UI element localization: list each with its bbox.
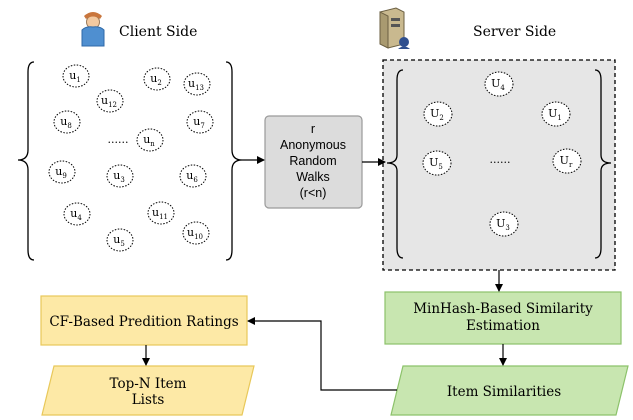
client-right-brace [225,61,243,261]
client-node-circle [183,72,211,96]
client-node-circle [106,164,134,188]
client-node-1[interactable]: u1 [62,64,90,88]
client-node-label: u8 [60,115,72,130]
client-node-label: u12 [101,94,117,109]
server-node-label: U5 [429,156,443,171]
client-node-circle [48,160,76,184]
client-node-circle [147,201,175,225]
rw-lines-line: Anonymous [280,138,346,152]
client-side-title: Client Side [119,24,197,40]
client-node-label: un [143,133,155,148]
rw-lines-line: (r<n) [300,186,327,200]
client-node-8[interactable]: u8 [53,110,81,134]
client-node-label: u6 [186,169,198,184]
server-right-brace [594,69,612,259]
client-node-label: u5 [113,233,125,248]
client-node-4[interactable]: u4 [63,202,91,226]
minhash-lines-line: MinHash-Based Similarity [413,301,593,317]
client-node-label: u10 [187,226,203,241]
server-node-r[interactable]: Ur [552,148,582,174]
server-node-label: Ur [560,154,573,169]
topn-lines-line: Top-N Item [110,376,187,392]
client-node-circle [53,110,81,134]
client-node-2[interactable]: u2 [143,67,171,91]
client-node-circle [63,202,91,226]
client-node-label: u2 [150,72,162,87]
client-node-10[interactable]: u10 [182,221,210,245]
client-node-13[interactable]: u13 [183,72,211,96]
client-node-12[interactable]: u12 [96,89,124,113]
item-similarities-label: Item Similarities [447,384,561,400]
client-node-11[interactable]: u11 [147,201,175,225]
client-node-9[interactable]: u9 [48,160,76,184]
arrow-items-to-cf [247,317,397,391]
rw-lines-line: Walks [296,170,330,184]
server-node-circle [552,148,582,174]
server-node-circle [422,150,452,176]
topn-lines-line: Lists [132,392,165,408]
server-node-circle [484,71,514,97]
client-node-label: u9 [55,165,67,180]
cf-ratings-label: CF-Based Predition Ratings [49,314,238,330]
minhash-box[interactable] [384,291,622,345]
client-node-6[interactable]: u6 [179,164,207,188]
topn-box[interactable] [41,365,255,416]
client-node-circle [179,164,207,188]
user-icon [81,12,105,47]
server-node-2[interactable]: U2 [423,101,453,127]
client-node-circle [106,228,134,252]
client-node-7[interactable]: u7 [186,110,214,134]
client-node-label: u7 [193,115,205,130]
server-icon [379,7,410,49]
client-node-group: u1 u2 u13 u12 u8 u7 un u9 u3 u6 u4 u11 u10 u5 [48,64,214,252]
server-node-label: U4 [491,77,505,92]
server-node-label: U2 [430,107,444,122]
server-node-circle [541,101,571,127]
cf-ratings-box[interactable] [40,295,248,346]
server-node-1[interactable]: U1 [541,101,571,127]
client-node-n[interactable]: un [136,128,164,152]
client-left-brace [17,61,35,261]
client-ellipsis: ...... [108,133,129,146]
client-node-label: u11 [152,206,168,221]
client-node-circle [136,128,164,152]
server-side-title: Server Side [473,24,556,40]
client-node-circle [182,221,210,245]
client-node-3[interactable]: u3 [106,164,134,188]
client-node-circle [96,89,124,113]
item-similarities-box[interactable] [390,365,629,416]
minhash-lines-line: Estimation [466,318,540,334]
client-node-circle [62,64,90,88]
rw-lines-line: r [311,122,315,136]
rw-lines-line: Random [289,154,336,168]
server-node-label: U3 [496,217,510,232]
client-node-label: u3 [113,169,125,184]
client-node-label: u1 [69,69,81,84]
server-node-5[interactable]: U5 [422,150,452,176]
client-node-circle [143,67,171,91]
server-ellipsis: ...... [490,153,511,166]
server-node-4[interactable]: U4 [484,71,514,97]
client-node-5[interactable]: u5 [106,228,134,252]
server-node-3[interactable]: U3 [489,211,519,237]
client-node-label: u4 [70,207,82,222]
server-node-circle [423,101,453,127]
client-node-label: u13 [188,77,204,92]
server-left-brace [386,69,404,259]
server-node-label: U1 [548,107,562,122]
server-node-circle [489,211,519,237]
client-node-circle [186,110,214,134]
